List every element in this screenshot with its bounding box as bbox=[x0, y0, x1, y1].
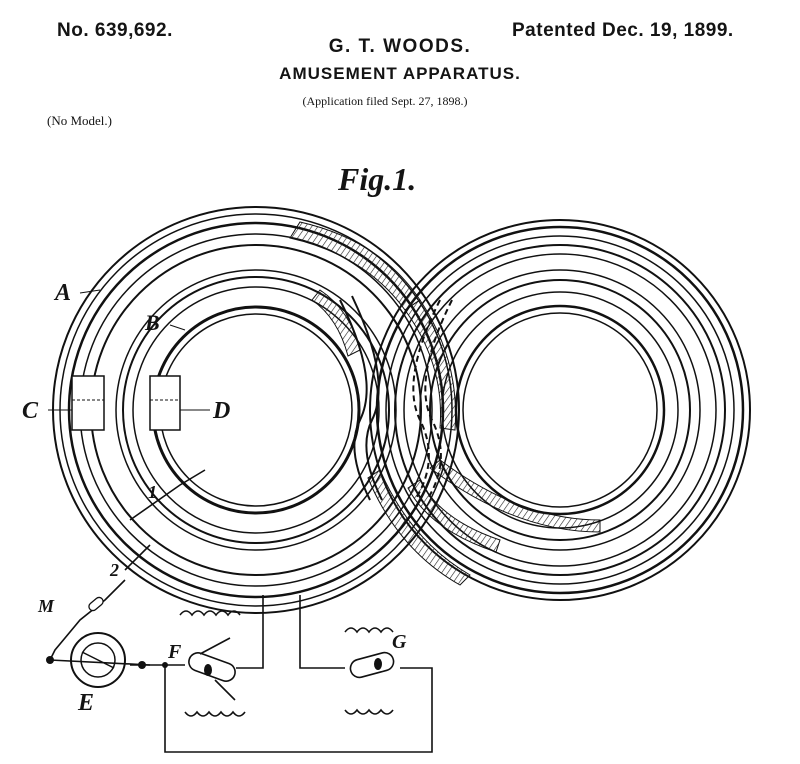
right-track-outer bbox=[369, 219, 751, 601]
patent-number: No. 639,692. bbox=[57, 20, 173, 41]
label-e: E bbox=[77, 690, 94, 716]
contact-block-c bbox=[71, 375, 105, 431]
label-a: A bbox=[53, 280, 71, 306]
right-track-inner bbox=[419, 269, 701, 551]
leader-lines bbox=[48, 289, 210, 411]
label-f: F bbox=[167, 641, 182, 663]
terminal-right bbox=[138, 661, 146, 669]
label-m: M bbox=[37, 596, 55, 616]
label-2: 2 bbox=[109, 560, 119, 580]
label-g: G bbox=[392, 631, 407, 653]
contact-block-d bbox=[149, 375, 181, 431]
application-date: (Application filed Sept. 27, 1898.) bbox=[302, 94, 468, 108]
dynamo-e bbox=[70, 632, 126, 688]
wiring bbox=[49, 469, 433, 753]
label-b: B bbox=[144, 310, 160, 335]
model-note: (No Model.) bbox=[47, 113, 112, 128]
fuse-m bbox=[88, 596, 104, 612]
label-c: C bbox=[22, 398, 39, 424]
rheostat-g bbox=[344, 627, 395, 715]
patent-date: Patented Dec. 19, 1899. bbox=[512, 20, 734, 41]
crossover-lines bbox=[339, 295, 453, 501]
inventor-name: G. T. WOODS. bbox=[328, 36, 472, 57]
label-1: 1 bbox=[148, 482, 157, 502]
rheostat-f bbox=[179, 610, 246, 717]
label-d: D bbox=[212, 398, 230, 424]
patent-title: AMUSEMENT APPARATUS. bbox=[279, 64, 521, 83]
terminal-left bbox=[46, 656, 54, 664]
left-track-outer bbox=[52, 206, 460, 614]
figure-caption: Fig.1. bbox=[337, 161, 416, 197]
crossover-hatching bbox=[289, 221, 601, 586]
